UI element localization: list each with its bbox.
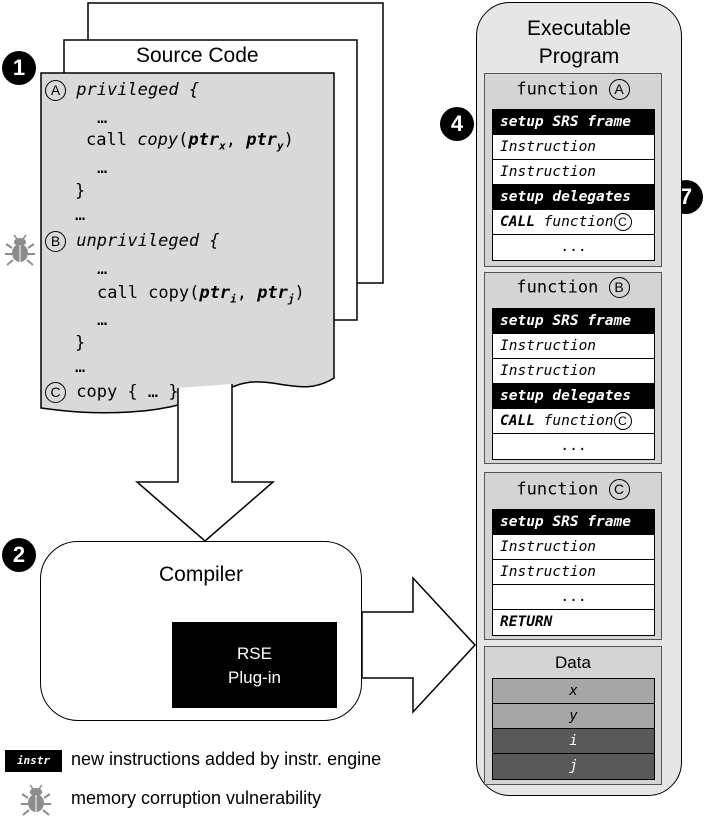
data-item-j: j	[493, 754, 654, 779]
step-marker-2: 2	[2, 538, 36, 572]
circled-letter-c: C	[45, 381, 66, 403]
data-items: x y i j	[492, 678, 655, 780]
instr-setup-delegates: setup delegates	[493, 384, 654, 409]
rse-plugin-box: RSE Plug-in	[172, 622, 337, 708]
code-brace: }	[75, 181, 86, 201]
keyword-privileged: privileged {	[76, 80, 200, 100]
instr-instruction: Instruction	[493, 359, 654, 384]
code-ellipsis: …	[97, 158, 108, 178]
compiler-to-program-arrow	[361, 576, 477, 714]
source-code-title: Source Code	[136, 44, 259, 67]
function-b-instructions: setup SRS frame Instruction Instruction …	[492, 308, 655, 460]
instr-ellipsis: ...	[493, 585, 654, 610]
executable-program-title: Executable Program	[527, 17, 631, 68]
plugin-label-line1: RSE	[237, 644, 272, 663]
instr-return: RETURN	[500, 614, 553, 630]
code-ellipsis: …	[75, 205, 86, 225]
instr-instruction: Instruction	[493, 535, 654, 560]
circled-letter-c: C	[613, 412, 632, 430]
code-ellipsis: …	[75, 357, 86, 377]
data-item-x: x	[493, 679, 654, 704]
code-call-copy-unprivileged: call copy(ptri, ptrj)	[97, 283, 305, 306]
code-ellipsis: …	[97, 310, 108, 330]
bug-icon	[21, 784, 51, 816]
instr-setup-srs-frame: setup SRS frame	[493, 510, 654, 535]
instr-instruction: Instruction	[493, 334, 654, 359]
plugin-label-line2: Plug-in	[228, 668, 281, 687]
data-item-i: i	[493, 729, 654, 754]
code-line-copy: C copy { … }	[45, 381, 179, 403]
instr-setup-srs-frame: setup SRS frame	[493, 110, 654, 135]
legend-instr-swatch: instr	[5, 750, 62, 772]
code-ellipsis: …	[97, 259, 108, 279]
function-c-instructions: setup SRS frame Instruction Instruction …	[492, 509, 655, 636]
instr-instruction: Instruction	[493, 160, 654, 185]
circled-letter-b: B	[45, 230, 66, 252]
data-item-y: y	[493, 704, 654, 729]
instr-ellipsis: ...	[560, 239, 587, 255]
function-c-header: function C	[484, 479, 662, 500]
circled-letter-c: C	[608, 479, 630, 500]
legend-instr-text: new instructions added by instr. engine	[71, 749, 382, 769]
instr-setup-srs-frame: setup SRS frame	[493, 309, 654, 334]
code-line-privileged: A privileged {	[45, 79, 199, 101]
code-ellipsis: …	[97, 108, 108, 128]
keyword-unprivileged: unprivileged {	[76, 231, 220, 251]
function-a-header: function A	[484, 79, 662, 100]
circled-letter-a: A	[608, 79, 630, 100]
circled-letter-a: A	[45, 79, 66, 101]
step-marker-4: 4	[440, 107, 474, 141]
circled-letter-c: C	[613, 213, 632, 231]
code-call-copy-privileged: call copy(ptrx, ptry)	[86, 130, 294, 153]
instr-setup-delegates: setup delegates	[493, 185, 654, 210]
code-line-unprivileged: B unprivileged {	[45, 230, 220, 252]
bug-icon	[5, 234, 35, 266]
data-title: Data	[555, 653, 591, 672]
instr-instruction: Instruction	[493, 135, 654, 160]
compiler-title: Compiler	[158, 563, 244, 586]
instr-ellipsis: ...	[560, 438, 587, 454]
legend-bug-text: memory corruption vulnerability	[71, 788, 322, 808]
function-a-instructions: setup SRS frame Instruction Instruction …	[492, 109, 655, 261]
step-marker-1: 1	[2, 51, 36, 85]
circled-letter-b: B	[608, 277, 630, 298]
function-b-header: function B	[484, 277, 662, 298]
code-brace: }	[75, 333, 86, 353]
instr-instruction: Instruction	[493, 560, 654, 585]
